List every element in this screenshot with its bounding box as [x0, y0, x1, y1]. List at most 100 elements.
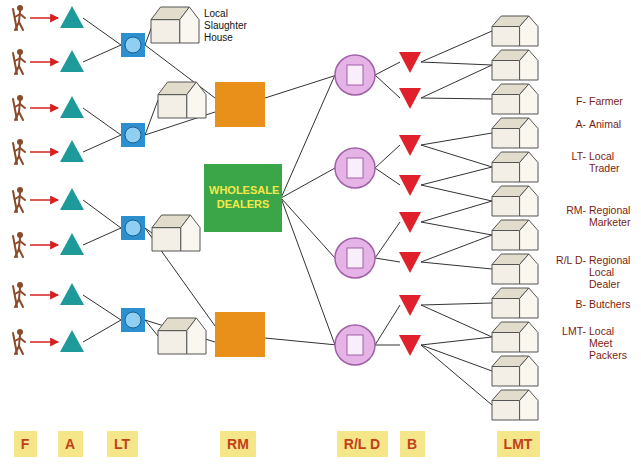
link-line [83, 200, 121, 228]
link-line [421, 262, 492, 269]
house-wall [492, 333, 520, 353]
legend-abbreviation: LMT- [562, 325, 586, 337]
farmer-limb [19, 156, 23, 164]
link-line [375, 222, 400, 258]
house-wall [492, 299, 520, 319]
column-tag: F [14, 431, 37, 457]
node-text: LT [114, 436, 130, 452]
animal-triangle [60, 6, 84, 28]
legend-abbreviation: A- [576, 118, 587, 130]
animal-triangle [60, 96, 84, 118]
farmer-figure [13, 139, 25, 164]
dealer-circle [335, 148, 375, 188]
farmer-arrow [30, 294, 58, 296]
animal-triangle [60, 50, 84, 72]
farmer-arrow [30, 199, 58, 201]
farmer-arrow [30, 341, 58, 343]
link-line [421, 235, 492, 262]
animal-triangle [60, 330, 84, 352]
link-line [421, 345, 492, 371]
farmer-limb [19, 22, 23, 30]
butcher-triangle [399, 88, 421, 109]
dealer-square [347, 158, 363, 178]
link-line [83, 320, 121, 342]
house-gable [520, 118, 538, 148]
icons [13, 5, 538, 420]
legend-abbreviation: LT- [572, 150, 586, 162]
farmer-limb [19, 112, 23, 120]
house-gable [520, 288, 538, 318]
farmer-limb [13, 53, 17, 74]
link-line [281, 198, 335, 258]
link-line [375, 345, 400, 346]
column-tag: R/L D [337, 431, 388, 457]
farmer-limb [15, 104, 20, 107]
farmer-limb [15, 291, 20, 294]
animal-triangle [60, 233, 84, 255]
butcher-triangle [399, 135, 421, 156]
house-gable [520, 152, 538, 182]
column-tag: B [400, 431, 425, 457]
farmer-limb [19, 101, 20, 112]
house-wall [492, 61, 520, 81]
node-text: LMT [504, 436, 533, 452]
house-gable [187, 318, 206, 354]
farmer-limb [19, 346, 23, 354]
link-line [83, 45, 121, 62]
house-icon [492, 220, 538, 250]
farmer-limb [15, 14, 20, 17]
house-icon [492, 84, 538, 114]
dealer-circle [335, 238, 375, 278]
farmer-arrow [30, 107, 58, 109]
house-gable [520, 322, 538, 352]
house-icon [492, 254, 538, 284]
house-icon [492, 356, 538, 386]
house-icon [158, 318, 206, 354]
wholesale-box: WHOLESALE DEALERS [204, 164, 282, 232]
farmer-figure [13, 95, 25, 120]
house-gable [520, 186, 538, 216]
house-wall [158, 95, 187, 118]
link-line [375, 75, 400, 98]
link-line [421, 185, 492, 201]
house-wall [492, 197, 520, 217]
house-icon [492, 16, 538, 46]
farmer-limb [15, 148, 20, 151]
node-text: F [21, 436, 30, 452]
house-icon [151, 7, 199, 43]
wires [83, 18, 492, 405]
farmer-limb [13, 236, 17, 257]
farmer-figure [13, 282, 25, 307]
link-line [421, 31, 492, 62]
trader-square [121, 216, 145, 240]
dealer-circle [335, 55, 375, 95]
house-gable [520, 50, 538, 80]
column-tag: A [58, 431, 83, 457]
house-gable [181, 215, 200, 251]
farmer-limb [13, 9, 17, 30]
farmer-figure [13, 5, 25, 30]
house-wall [151, 20, 180, 43]
legend-term: Farmer [589, 95, 639, 107]
link-line [375, 62, 400, 75]
node-text: A [65, 436, 75, 452]
link-line [281, 168, 335, 198]
legend-abbreviation: B- [576, 298, 587, 310]
farmer-limb [15, 241, 20, 244]
node-text: R/L D [344, 436, 380, 452]
link-line [83, 135, 121, 152]
farmer-limb [13, 143, 17, 164]
butcher-triangle [399, 252, 421, 273]
house-gable [187, 82, 206, 118]
farmer-limb [15, 58, 20, 61]
link-line [421, 305, 492, 337]
house-icon [158, 82, 206, 118]
link-line [265, 338, 337, 345]
link-line [145, 100, 158, 135]
link-line [421, 98, 492, 99]
farmer-figure [13, 49, 25, 74]
trader-circle [125, 127, 141, 143]
